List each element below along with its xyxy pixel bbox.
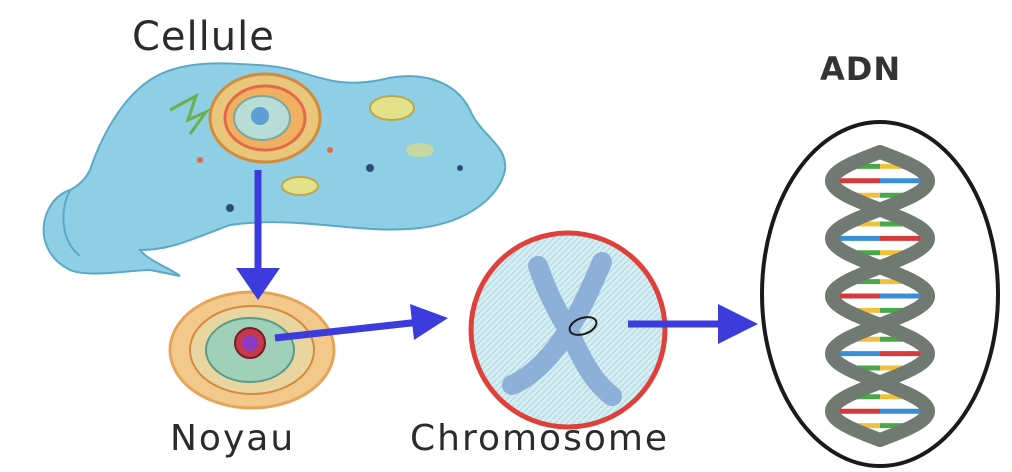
nucleus-illustration bbox=[170, 292, 334, 408]
chromosome-label: Chromosome bbox=[410, 418, 669, 459]
dna-label: ADN bbox=[820, 50, 901, 88]
dna-double-helix bbox=[762, 122, 998, 466]
chromosome-illustration bbox=[471, 233, 665, 427]
nucleus-label: Noyau bbox=[170, 418, 295, 459]
cell-illustration bbox=[44, 63, 506, 276]
cell-label: Cellule bbox=[132, 14, 275, 60]
